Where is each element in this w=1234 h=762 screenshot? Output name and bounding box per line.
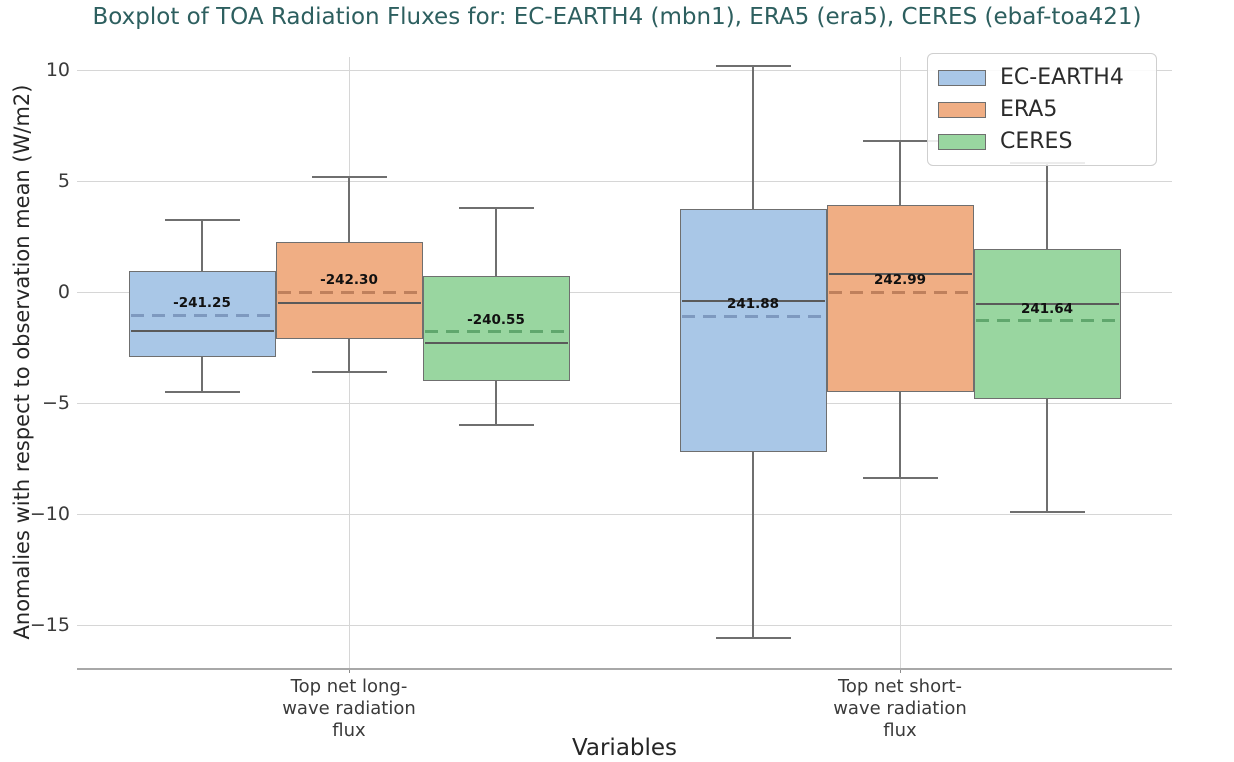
legend-swatch-icon [938, 70, 986, 86]
x-axis-spine [77, 668, 1172, 670]
y-gridline [77, 181, 1172, 182]
mean-value-label: 242.99 [873, 272, 927, 288]
mean-dashed-line [828, 290, 972, 294]
whisker-cap-bottom [862, 477, 938, 480]
mean-dashed-line [424, 330, 568, 334]
y-tick-label: −5 [41, 392, 70, 414]
legend-item-era5: ERA5 [938, 94, 1156, 126]
y-gridline [77, 292, 1172, 293]
y-gridline [77, 70, 1172, 71]
median-line [681, 299, 825, 302]
median-line [277, 302, 421, 305]
y-tick-label: −10 [29, 503, 70, 525]
mean-value-label: 241.64 [1020, 300, 1074, 317]
x-axis-label: Variables [571, 735, 678, 761]
box-ec-earth4 [679, 208, 827, 452]
legend-item-ceres: CERES [938, 126, 1156, 158]
mean-value-label: -241.25 [173, 295, 231, 312]
mean-dashed-line [975, 319, 1119, 323]
mean-value-label: -242.30 [320, 272, 378, 288]
whisker-cap-bottom [1009, 510, 1085, 513]
legend-label: EC-EARTH4 [1000, 65, 1124, 90]
whisker-cap-top [311, 175, 387, 178]
whisker-cap-bottom [458, 424, 534, 427]
whisker-cap-top [862, 140, 938, 143]
legend-swatch-icon [938, 134, 986, 150]
whisker-cap-top [164, 218, 240, 221]
y-gridline [77, 514, 1172, 515]
box-ceres [973, 248, 1121, 399]
median-line [424, 342, 568, 345]
y-gridline [77, 403, 1172, 404]
mean-dashed-line [277, 290, 421, 294]
x-tick-mark [900, 668, 901, 673]
median-line [975, 303, 1119, 306]
mean-dashed-line [130, 313, 274, 317]
box-era5 [826, 205, 974, 392]
y-tick-label: 0 [57, 281, 70, 303]
median-line [130, 329, 274, 332]
legend-label: CERES [1000, 129, 1073, 154]
whisker-cap-top [458, 206, 534, 209]
whisker-cap-bottom [164, 390, 240, 393]
legend-swatch-icon [938, 102, 986, 118]
y-tick-label: −15 [29, 614, 70, 636]
y-tick-label: 10 [45, 59, 70, 81]
y-axis-label: Anomalies with respect to observation me… [10, 84, 34, 640]
whisker-cap-top [715, 64, 791, 67]
chart-title: Boxplot of TOA Radiation Fluxes for: EC-… [92, 4, 1142, 30]
box-era5 [275, 242, 423, 339]
mean-value-label: 241.88 [726, 296, 780, 313]
y-gridline [77, 625, 1172, 626]
whisker-cap-bottom [311, 370, 387, 373]
mean-dashed-line [681, 314, 825, 318]
y-tick-label: 5 [57, 170, 70, 192]
box-ceres [422, 276, 570, 381]
x-tick-mark [349, 668, 350, 673]
mean-value-label: -240.55 [467, 311, 525, 328]
legend-label: ERA5 [1000, 97, 1058, 122]
whisker-cap-bottom [715, 637, 791, 640]
legend-item-ec-earth4: EC-EARTH4 [938, 62, 1156, 94]
median-line [828, 273, 972, 276]
